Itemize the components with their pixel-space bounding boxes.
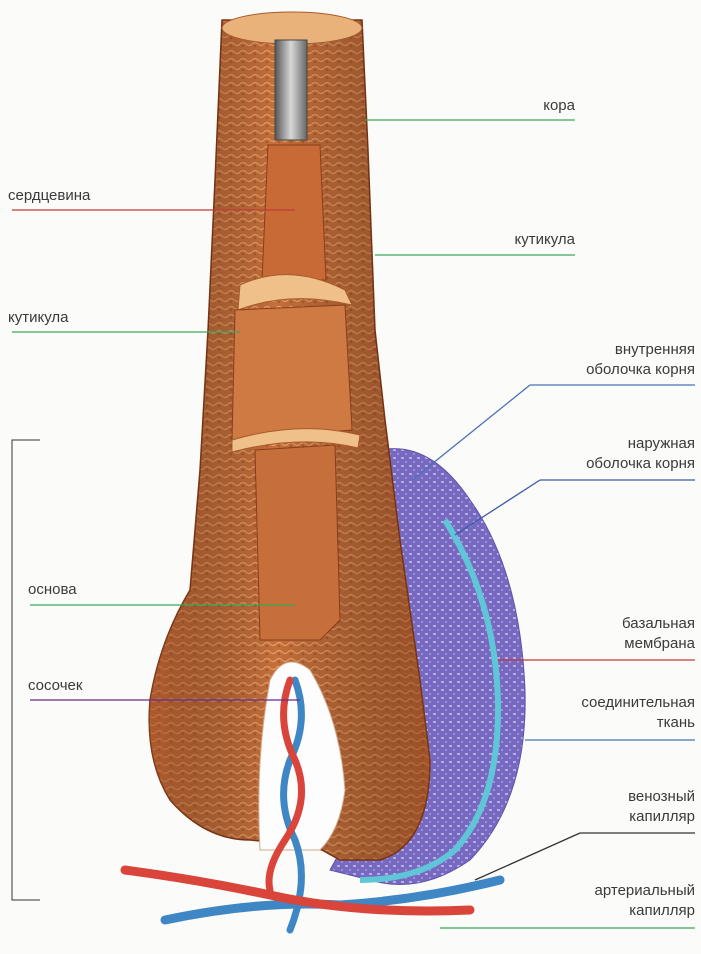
label-connective-2: ткань	[500, 713, 695, 733]
label-arterial-1: артериальный	[480, 881, 695, 901]
label-basal-1: базальная	[500, 614, 695, 634]
label-outer-sheath-1: наружная	[500, 434, 695, 454]
root-bracket	[12, 440, 40, 900]
label-basal-2: мембрана	[500, 634, 695, 654]
label-arterial-2: капилляр	[480, 901, 695, 921]
label-kora: кора	[470, 96, 575, 116]
label-inner-sheath-2: оболочка корня	[500, 360, 695, 380]
label-kutikula-right: кутикула	[470, 230, 575, 250]
label-serdcevina: сердцевина	[8, 186, 90, 206]
medulla-core	[275, 40, 307, 140]
leader-venous	[475, 833, 580, 880]
label-kutikula-left: кутикула	[8, 308, 68, 328]
label-osnova: основа	[28, 580, 77, 600]
label-venous-1: венозный	[500, 787, 695, 807]
label-connective-1: соединительная	[500, 693, 695, 713]
label-sosochek: сосочек	[28, 676, 82, 696]
label-outer-sheath-2: оболочка корня	[500, 454, 695, 474]
label-venous-2: капилляр	[500, 807, 695, 827]
label-inner-sheath-1: внутренняя	[500, 340, 695, 360]
